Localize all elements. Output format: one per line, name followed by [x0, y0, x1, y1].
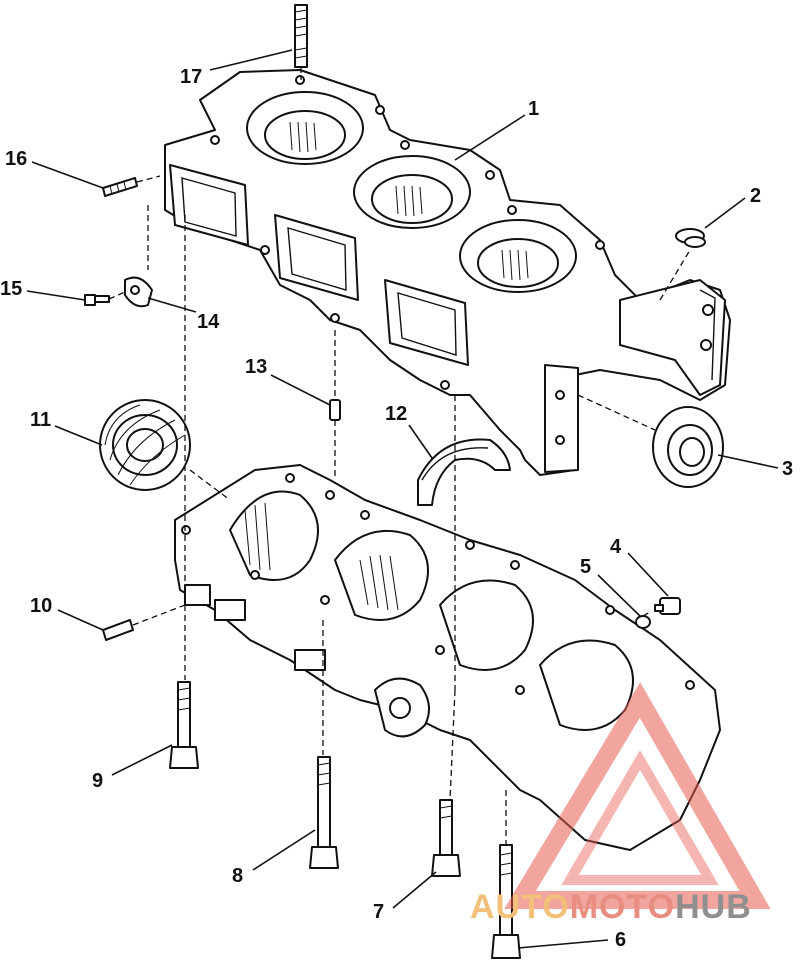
seal-3	[652, 406, 724, 488]
bolt-9	[169, 681, 199, 769]
bolt-7	[431, 799, 461, 877]
callout-16: 16	[5, 148, 27, 170]
bearing-12	[417, 438, 511, 506]
callout-1: 1	[528, 98, 539, 120]
callout-9: 9	[92, 770, 103, 792]
pin-10	[102, 619, 134, 641]
callout-14: 14	[197, 311, 220, 333]
lower-crankcase	[174, 464, 721, 851]
callout-15: 15	[0, 278, 22, 300]
callout-4: 4	[610, 536, 622, 558]
plate-14	[124, 276, 153, 308]
stud-17	[294, 4, 308, 68]
callout-13: 13	[245, 356, 267, 378]
callout-11: 11	[30, 409, 51, 431]
seal-11	[99, 399, 191, 491]
callout-7: 7	[373, 901, 384, 923]
callout-labels: 1 2 3 4 5 6 7 8 9 10 11 12 13 14 15 16 1…	[0, 66, 793, 951]
callout-6: 6	[615, 929, 626, 951]
callout-10: 10	[30, 595, 52, 617]
screw-15	[84, 294, 110, 306]
bolt-6	[491, 844, 521, 959]
upper-crankcase	[164, 69, 731, 476]
callout-3: 3	[782, 458, 793, 480]
callout-12: 12	[385, 403, 407, 425]
washer-5	[635, 615, 651, 629]
plug-4	[654, 597, 681, 615]
callout-2: 2	[750, 185, 761, 207]
callout-17: 17	[180, 66, 202, 88]
callout-5: 5	[580, 556, 591, 578]
fitting-2	[675, 228, 706, 248]
dowel-13	[329, 399, 341, 421]
callout-leaders	[26, 49, 779, 949]
stud-16	[102, 177, 138, 197]
bolt-8	[309, 756, 339, 869]
callout-8: 8	[232, 865, 243, 887]
